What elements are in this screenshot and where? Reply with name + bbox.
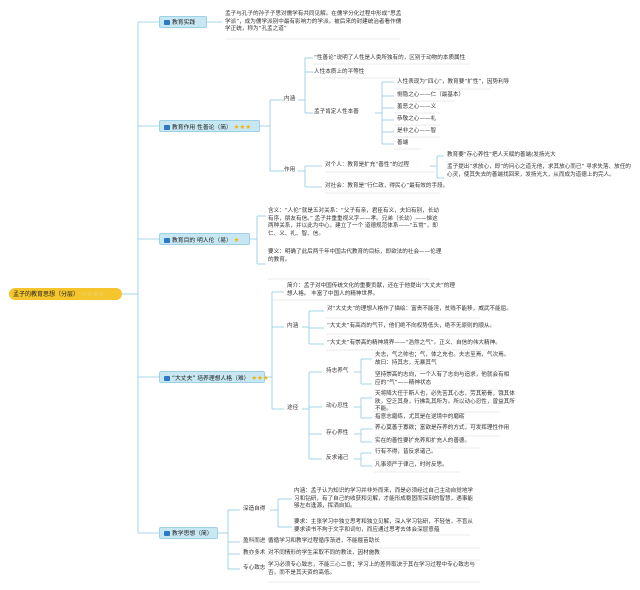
root-node[interactable]: 孟子的教育思想（分层） ☆☆☆☆: [9, 288, 122, 300]
node-label: 动心忍性: [326, 403, 349, 409]
node-text: “大丈夫”有高尚的气节，他们绝不向权势低头，绝不无原则的顺从。: [327, 323, 496, 329]
node-text: 夫志，气之帅也；气，体之充也。夫志至焉，气次焉。故曰：持其志，无暴其气: [375, 352, 510, 366]
ideal-intro: 简介：孟子对中国传统文化的重要贡献，还在于他提出“大丈夫”的理想人格。 丰富了中…: [287, 283, 456, 297]
node-label: 存心养性: [326, 430, 349, 436]
book-icon: [164, 237, 170, 243]
difficulty-stars: ★: [233, 236, 240, 244]
branch-label: 教育目的 明人伦（易）: [172, 238, 232, 244]
node-text: 教育要“存心养性”把人天赋的善端(发扬光大: [447, 152, 556, 158]
node-text: 孟子肯定人性本善: [314, 109, 359, 115]
node-text: 孟子提出“求放心，即”的问心之道无他，求其放心而已” 寻求失落、放任的心灵，使其…: [447, 164, 631, 178]
goal-meaning: 含义：“人伦”就是五对关系：“父子有亲，君臣有义，夫妇有别，长幼有序，朋友有信。…: [268, 208, 439, 237]
node-text: 坚持崇高的志向，一个人有了志向与追求，他就会有相应的“气”——精神状态: [375, 372, 510, 386]
node-text: 循循学习和教学过程循序渐进，不能揠苗助长: [268, 538, 380, 544]
node-text: 恭敬之心——礼: [397, 116, 437, 122]
node-text: 学习必须专心致志，不能三心二意；学习上的差异取决于其在学习过程中专心致志与否，而…: [268, 562, 475, 576]
branch-label: 教学思想（简）: [172, 531, 213, 537]
node-text: 指意志磨练，尤其是在逆境中的磨砺: [375, 414, 465, 420]
root-label: 孟子的教育思想（分层）: [13, 291, 80, 298]
branch-teaching-thoughts[interactable]: 教学思想（简）: [159, 527, 218, 539]
node-text: 恻隐之心——仁（最基本）: [397, 92, 465, 98]
node-label: 教亦多术: [243, 550, 266, 556]
root-stars: ☆☆☆☆: [80, 290, 105, 298]
book-icon: [164, 19, 170, 25]
book-icon: [164, 530, 170, 536]
branch-education-practice[interactable]: 教育实践: [159, 16, 207, 28]
node-text: 对个人：教育是扩充“善性”的过程: [325, 162, 410, 168]
node-text: 善端: [397, 140, 409, 146]
goal-significance: 要义：明确了此后两千年中国古代教育的目标，即欲法的社会——伦理的教育。: [268, 249, 442, 263]
node-label: 反求诸己: [326, 455, 349, 461]
difficulty-stars: ★★★: [233, 123, 252, 131]
node-text: 人性表现为“四心”，教育要“扩性”，因势利导: [397, 79, 510, 85]
book-icon: [164, 375, 170, 381]
node-label: 深造自得: [243, 506, 266, 512]
branch-education-role[interactable]: 教育作用 性善论（简） ★★★: [159, 120, 260, 132]
node-neihan: 内涵: [287, 323, 299, 329]
branch-education-goal[interactable]: 教育目的 明人伦（易） ★: [159, 233, 250, 245]
node-text: “大丈夫”有崇高的精神境界——“浩然之气”。正义、自信的伟大精神。: [327, 340, 501, 346]
node-text: 天将降大任于斯人也，必先苦其心志，劳其筋骨，饿其体肤，空乏其身，行拂乱其所为。所…: [375, 391, 515, 413]
node-text: 羞恶之心——义: [397, 104, 437, 110]
node-text: 行有不得，皆反求诸己。: [375, 449, 437, 455]
node-text: 内涵：孟子认为知识的学习并非外而来，而是必须经过自己主动自觉地学习和钻研，有了自…: [294, 488, 474, 510]
node-text: 对不同情形的学生采取不同的教法，因材施教: [268, 550, 380, 556]
branch-label: “大丈夫” 培养理想人格（难）: [172, 376, 250, 382]
node-label: 持志养气: [326, 368, 349, 374]
branch-label: 教育作用 性善论（简）: [172, 125, 232, 131]
node-text: 要求：主张学习中独立思考和独立见解，深入学习钻研，不轻信，不盲从 要求读书不拘于…: [294, 519, 474, 533]
practice-text: 孟子与孔子的孙子子思对儒学有共同见解。在儒学分化过程中形成“思孟学派”，成为儒学…: [225, 11, 402, 33]
node-text: 人性本质上的平等性: [314, 69, 365, 75]
node-text: 实在的善性要扩充养和扩充人的善德。: [375, 438, 471, 444]
node-text: 养心莫善于寡欲；富欲是存养的方式，可发挥理性作用: [375, 425, 510, 431]
difficulty-stars: ★★★: [251, 374, 269, 382]
node-neihan: 内涵: [284, 96, 296, 102]
node-text: 对“大丈夫”的理想人格作了描绘：富贵不能淫，贫贱不能移，威武不能屈。: [327, 306, 512, 312]
branch-ideal-personality[interactable]: “大丈夫” 培养理想人格（难） ★★★: [159, 371, 269, 383]
node-text: 对社会：教育是“行仁政，得民心”最有效的手段。: [325, 183, 449, 189]
node-zuoyong: 作用: [284, 167, 296, 173]
book-icon: [164, 124, 170, 130]
node-text: 是非之心——智: [397, 128, 437, 134]
node-text: “性善论”说明了人性是人类所独有的，区别于动物的本质属性: [314, 55, 466, 61]
node-text: 凡事须严于律己，时时反思。: [375, 462, 448, 468]
branch-label: 教育实践: [172, 20, 196, 26]
node-label: 盈科而进: [243, 538, 266, 544]
node-label: 专心致志: [243, 565, 266, 571]
node-tujing: 途径: [287, 405, 299, 411]
